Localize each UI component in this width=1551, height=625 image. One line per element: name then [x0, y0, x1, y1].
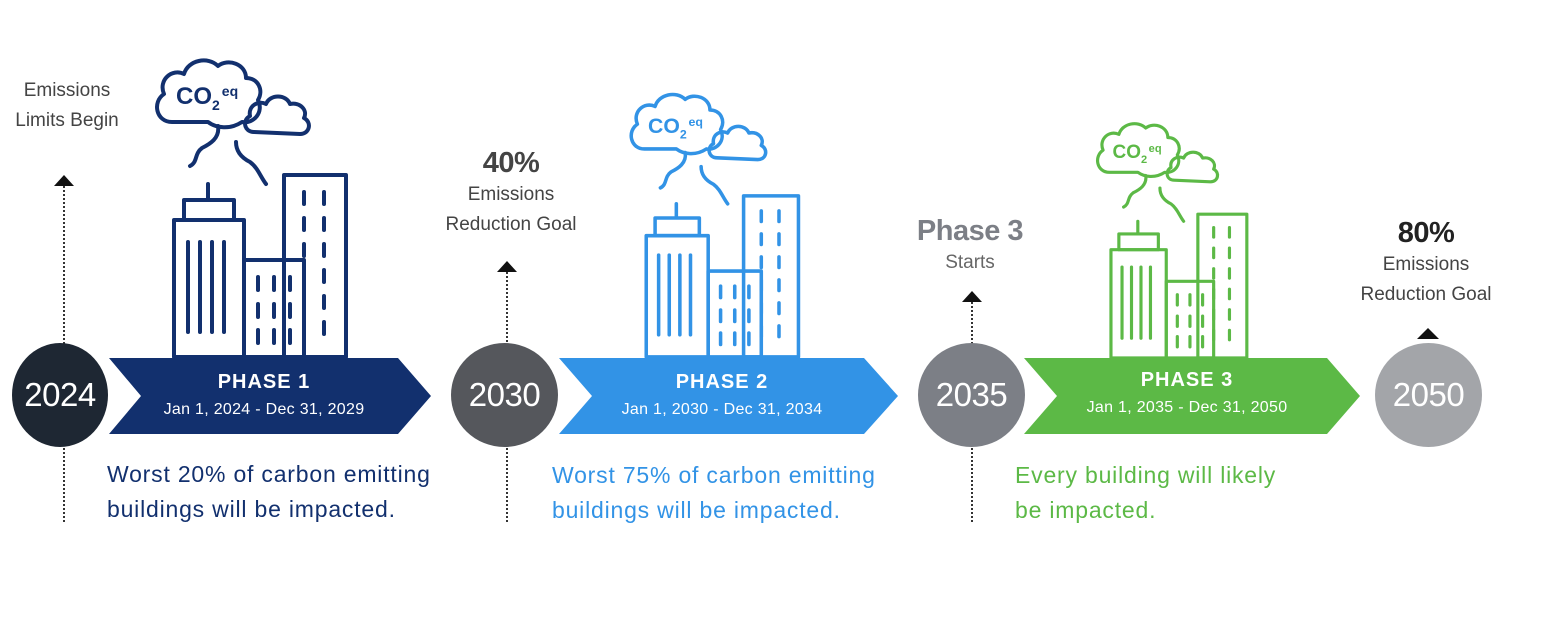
note-percent: 40%: [482, 147, 540, 179]
milestone-note-2024: Emissions Limits Begin: [0, 76, 134, 136]
year-circle-2035: 2035: [918, 343, 1025, 447]
co2eq-label: CO2eq: [176, 83, 238, 113]
arrow-up-icon: [962, 291, 982, 302]
phase-title: PHASE 1: [217, 371, 311, 393]
milestone-note-2035: Phase 3 Starts: [895, 214, 1045, 278]
phase-1-banner-shape: [109, 358, 431, 434]
co2eq-label: CO2eq: [648, 115, 703, 141]
description-line: buildings will be impacted.: [552, 497, 841, 523]
note-phase: Phase 3: [916, 215, 1024, 247]
description-line: Worst 20% of carbon emitting: [107, 461, 431, 487]
note-percent: 80%: [1397, 217, 1455, 249]
phase-dates: Jan 1, 2035 - Dec 31, 2050: [1086, 399, 1288, 416]
arrow-up-icon: [1417, 328, 1439, 339]
co2eq-buildings-icon: CO2eq: [155, 58, 348, 359]
description-line: Every building will likely: [1015, 462, 1277, 488]
note-line: Reduction Goal: [1360, 284, 1492, 305]
arrow-up-icon: [497, 261, 517, 272]
arrow-up-icon: [54, 175, 74, 186]
phase-dates: Jan 1, 2024 - Dec 31, 2029: [163, 401, 365, 418]
phase-2-banner: PHASE 2 Jan 1, 2030 - Dec 31, 2034: [567, 358, 877, 434]
note-line: Starts: [945, 252, 995, 273]
description-line: be impacted.: [1015, 497, 1157, 523]
phase-3-banner-shape: [1024, 358, 1360, 434]
note-line: Emissions: [23, 80, 111, 101]
phase-title: PHASE 3: [1140, 369, 1234, 391]
milestone-note-2050: 80% Emissions Reduction Goal: [1340, 216, 1512, 310]
phase-2-description: Worst 75% of carbon emitting buildings w…: [552, 458, 876, 528]
note-line: Emissions: [467, 184, 555, 205]
phase-1-banner: PHASE 1 Jan 1, 2024 - Dec 31, 2029: [109, 358, 419, 434]
year-circle-2030: 2030: [451, 343, 558, 447]
note-line: Reduction Goal: [445, 214, 577, 235]
description-line: Worst 75% of carbon emitting: [552, 462, 876, 488]
year-circle-2024: 2024: [12, 343, 108, 447]
co2eq-label: CO2eq: [1113, 142, 1162, 166]
milestone-note-2030: 40% Emissions Reduction Goal: [425, 146, 597, 240]
phase-dates: Jan 1, 2030 - Dec 31, 2034: [621, 401, 823, 418]
co2eq-buildings-icon: CO2eq: [629, 92, 801, 359]
co2eq-buildings-icon: CO2eq: [1095, 122, 1249, 360]
phase-3-description: Every building will likely be impacted.: [1015, 458, 1276, 528]
note-line: Limits Begin: [15, 110, 119, 131]
phase-1-description: Worst 20% of carbon emitting buildings w…: [107, 457, 431, 527]
description-line: buildings will be impacted.: [107, 496, 396, 522]
year-circle-2050: 2050: [1375, 343, 1482, 447]
phase-2-banner-shape: [559, 358, 898, 434]
note-line: Emissions: [1382, 254, 1470, 275]
phase-title: PHASE 2: [675, 371, 769, 393]
phase-3-banner: PHASE 3 Jan 1, 2035 - Dec 31, 2050: [1032, 358, 1342, 434]
